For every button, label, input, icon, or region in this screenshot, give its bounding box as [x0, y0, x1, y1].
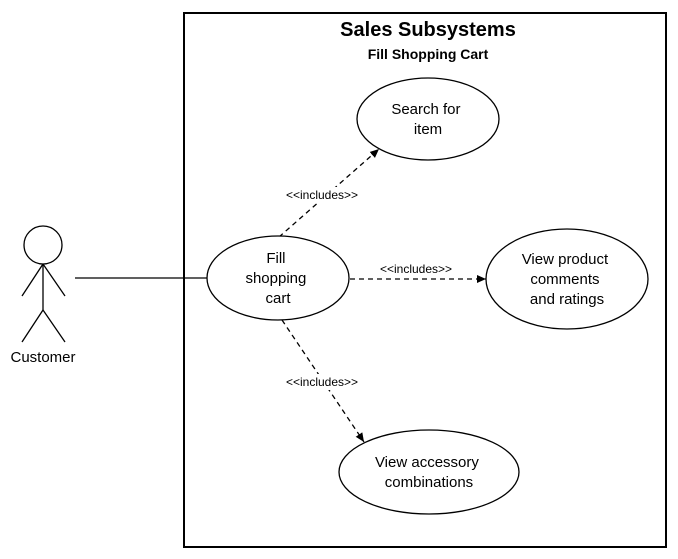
use-case-label: Search for item [391, 101, 464, 138]
actor-label: Customer [10, 349, 75, 366]
actor-customer[interactable]: Customer [10, 225, 76, 366]
system-boundary [183, 12, 667, 548]
use-case-view-accessory-combinations[interactable]: View accessory combinations [338, 429, 520, 515]
actor-left-leg [21, 309, 44, 343]
use-case-ellipse [338, 429, 520, 515]
use-case-ellipse [485, 228, 649, 330]
actor-left-arm [21, 263, 44, 297]
use-case-ellipse [206, 235, 350, 321]
use-case-ellipse [356, 77, 500, 161]
system-subtitle: Fill Shopping Cart [368, 46, 489, 62]
include-label-search: <<includes>> [286, 188, 358, 202]
actor-right-leg [42, 309, 66, 343]
actor-head [23, 225, 63, 265]
actor-right-arm [42, 263, 66, 297]
system-title: Sales Subsystems [340, 19, 516, 41]
include-label-comments: <<includes>> [380, 262, 452, 276]
use-case-label: View accessory combinations [375, 454, 483, 491]
include-label-accessory: <<includes>> [286, 375, 358, 389]
use-case-fill-shopping-cart[interactable]: Fill shopping cart [206, 235, 350, 321]
use-case-search-for-item[interactable]: Search for item [356, 77, 500, 161]
use-case-view-product-comments[interactable]: View product comments and ratings [485, 228, 649, 330]
use-case-label: View product comments and ratings [522, 251, 613, 308]
use-case-label: Fill shopping cart [245, 250, 310, 307]
